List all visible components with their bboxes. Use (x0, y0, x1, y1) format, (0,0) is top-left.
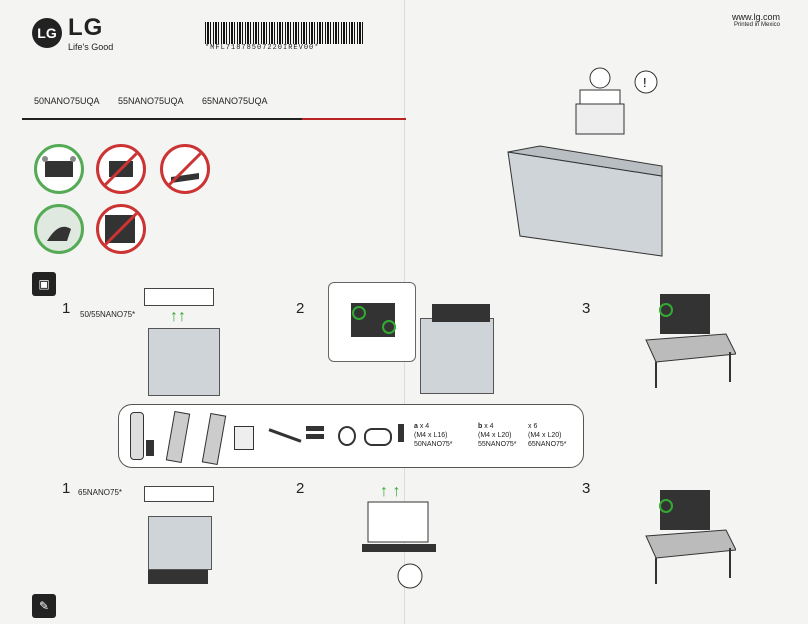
logo-brand: LG (68, 14, 104, 41)
lift-by-screen-icon (96, 144, 146, 194)
manual-icon (234, 426, 254, 450)
top-step1-label: 50/55NANO75* (80, 310, 136, 319)
bottom-step1-base (148, 570, 208, 584)
screw-c-size: (M4 x L20) (528, 432, 562, 439)
header-right: www.lg.com Printed in Mexico (732, 12, 780, 28)
top-step2-detail (328, 282, 416, 362)
screw-spec-a: a x 4 (M4 x L16) 50NANO75* (414, 422, 453, 449)
screw-c-count: x 6 (528, 423, 538, 430)
top-step2-number: 2 (296, 300, 305, 317)
screw-b-letter: b (478, 423, 483, 430)
svg-text:!: ! (643, 75, 647, 90)
screw-b-count: x 4 (484, 423, 494, 430)
bottom-step2-number: 2 (296, 480, 305, 497)
lift-arrow-icon: ↑↑ (170, 308, 186, 325)
logo-mark: LG (32, 18, 62, 48)
lay-flat-icon (160, 144, 210, 194)
bottom-stand-tray (144, 486, 214, 502)
screw-c-model: 65NANO75* (528, 441, 567, 448)
screw-b-size: (M4 x L20) (478, 432, 512, 439)
touch-screen-icon (96, 204, 146, 254)
top-step2-tv (432, 304, 490, 322)
cable-holder-icon (306, 426, 324, 442)
screw-a-count: x 4 (419, 423, 430, 430)
cleaning-icon: ✎ (32, 594, 56, 618)
unbox-icon: ▣ (32, 272, 56, 296)
screw-a-letter: a (414, 423, 418, 430)
screw-icon (398, 424, 404, 442)
two-people-carry-icon (34, 144, 84, 194)
clip-icon (338, 426, 356, 446)
header-rule-black (22, 118, 302, 120)
bottom-step1-number: 1 (62, 480, 71, 497)
website: www.lg.com (731, 12, 780, 22)
bottom-step3-illustration (626, 486, 737, 586)
stand-tray (144, 288, 214, 306)
bottom-step1-box (148, 516, 212, 570)
remote-icon (130, 412, 144, 460)
batteries-icon (146, 440, 154, 456)
screw-spec-c: x 6 (M4 x L20) 65NANO75* (528, 422, 567, 449)
power-cord-icon (364, 428, 392, 446)
top-step3-illustration (626, 290, 737, 390)
top-step2-box (420, 318, 494, 394)
barcode: *MFL71878507220IREV00* (205, 22, 365, 52)
hand-hold-icon (34, 204, 84, 254)
barcode-bars (205, 22, 365, 44)
lg-logo: LG LG Life's Good (32, 14, 113, 52)
top-step1-number: 1 (62, 300, 71, 317)
header-rule-red (302, 118, 406, 120)
bottom-step1-label: 65NANO75* (78, 488, 123, 497)
svg-text:↑ ↑: ↑ ↑ (380, 483, 400, 500)
model-3: 65NANO75UQA (202, 96, 268, 106)
top-step1-box (148, 328, 220, 396)
model-2: 55NANO75UQA (118, 96, 184, 106)
bottom-step3-number: 3 (582, 480, 591, 497)
top-step3-number: 3 (582, 300, 591, 317)
bottom-step2-illustration: ↑ ↑ (340, 482, 450, 592)
barcode-text: *MFL71878507220IREV00* (205, 44, 320, 52)
printed-in: Printed in Mexico (733, 22, 780, 28)
model-1: 50NANO75UQA (34, 96, 100, 106)
unboxing-illustration: ! (500, 66, 670, 266)
screw-a-model: 50NANO75* (414, 441, 453, 448)
logo-tagline: Life's Good (68, 42, 114, 52)
screw-b-model: 55NANO75* (478, 441, 517, 448)
screw-spec-b: b x 4 (M4 x L20) 55NANO75* (478, 422, 517, 449)
screw-a-size: (M4 x L16) (414, 432, 448, 439)
